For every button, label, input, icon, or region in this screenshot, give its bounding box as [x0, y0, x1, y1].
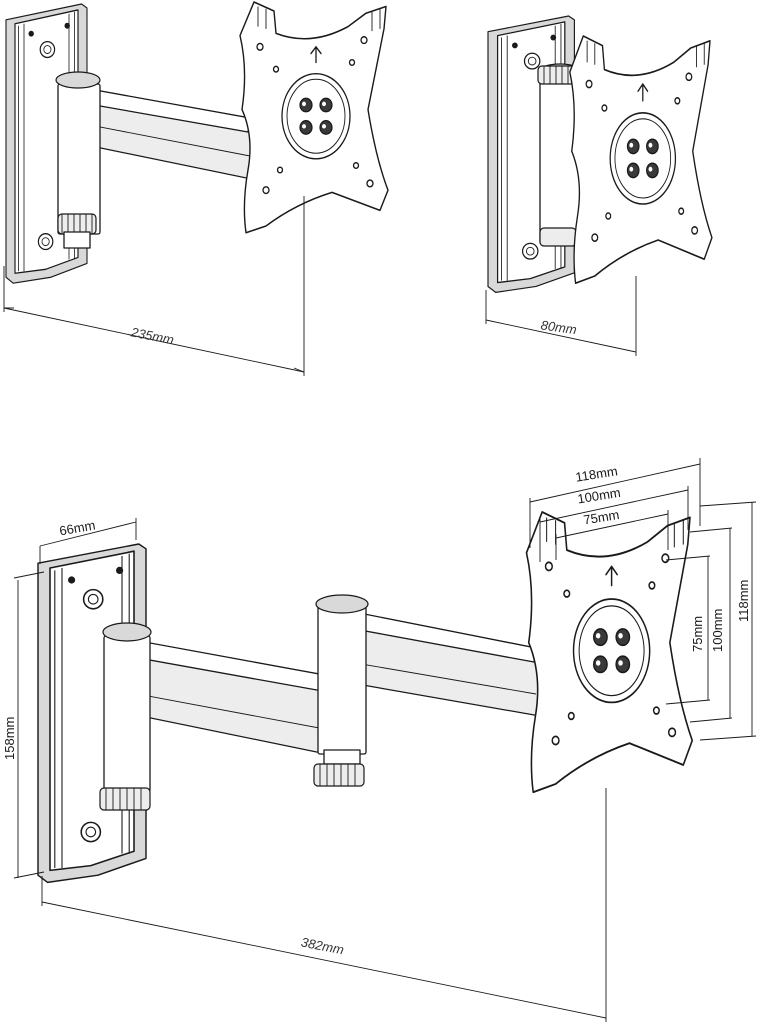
- dimension-label-66mm: 66mm: [58, 517, 96, 538]
- arm-segment-2: [313, 594, 541, 787]
- dimension-66mm: 66mm: [39, 517, 137, 564]
- figure-single-arm-folded: 80mm: [485, 15, 713, 356]
- dimension-label-vesa-75-v: 75mm: [690, 616, 705, 652]
- dimension-label-vesa-75-h: 75mm: [582, 507, 620, 527]
- dimension-80mm: 80mm: [485, 276, 637, 356]
- dimension-label-158mm: 158mm: [2, 717, 17, 760]
- dimension-158mm: 158mm: [2, 571, 45, 879]
- figure-single-arm-extended: 235mm: [3, 1, 389, 376]
- dimension-vesa-vertical: 75mm 100mm 118mm: [665, 501, 757, 741]
- dimension-label-235mm: 235mm: [129, 324, 176, 347]
- dimension-label-vesa-100-h: 100mm: [576, 485, 621, 507]
- arm: [55, 71, 257, 249]
- dimension-label-vesa-118-h: 118mm: [574, 463, 618, 484]
- dimension-label-382mm: 382mm: [300, 934, 346, 957]
- arm-segment-1: [99, 622, 337, 811]
- dimension-vesa-horizontal: 118mm 100mm 75mm: [529, 458, 701, 562]
- figure-double-arm-extended: 66mm 158mm 382mm 118mm 100mm: [2, 458, 757, 1022]
- dimension-label-vesa-118-v: 118mm: [736, 580, 751, 622]
- dimension-label-80mm: 80mm: [540, 317, 578, 337]
- dimension-label-vesa-100-v: 100mm: [710, 609, 725, 652]
